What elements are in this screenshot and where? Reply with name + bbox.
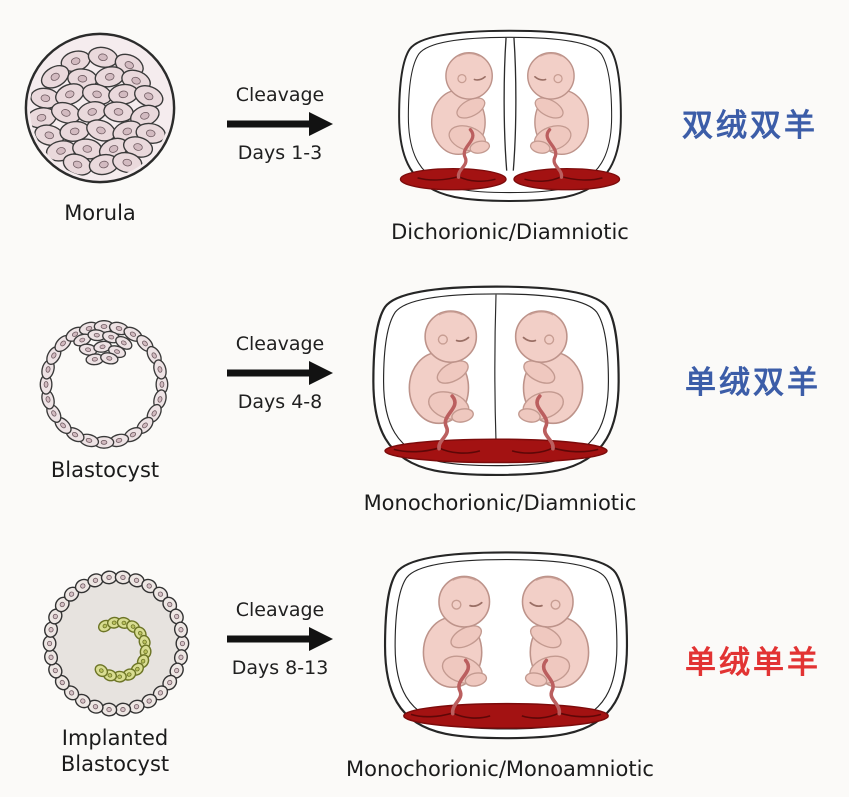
arrow-right-icon <box>227 112 333 136</box>
uterus-label-monochorionic-diamniotic: Monochorionic/Diamniotic <box>363 491 637 515</box>
arrow-right-icon <box>227 361 333 385</box>
embryonic-cell-chain <box>94 616 152 683</box>
dividing-membrane <box>503 37 508 171</box>
embryo-label-blastocyst: Blastocyst <box>50 458 160 482</box>
uterus-illustration-dichorionic-diamniotic <box>398 29 622 202</box>
annotation-cn-1: 双绒双羊 <box>682 108 818 144</box>
embryo-label-morula: Morula <box>64 201 136 225</box>
row-dichorionic-diamniotic: Morula Cleavage Days 1-3 Dichorionic/Dia… <box>0 0 849 265</box>
embryo-label-implanted-blastocyst: Implanted Blastocyst <box>60 726 170 777</box>
uterus-label-dichorionic-diamniotic: Dichorionic/Diamniotic <box>391 220 629 244</box>
umbilical-cord-right <box>545 128 564 179</box>
annotation-cn-3: 单绒单羊 <box>685 645 821 681</box>
uterus-illustration-monochorionic-monoamniotic <box>383 551 629 740</box>
uterus-illustration-monochorionic-diamniotic <box>372 285 620 477</box>
row-monochorionic-diamniotic: Blastocyst Cleavage Days 4-8 Monochorion… <box>0 265 849 533</box>
cleavage-arrow-group-2: Cleavage Days 4-8 <box>218 333 342 413</box>
cleavage-label: Cleavage <box>235 84 325 106</box>
umbilical-cord-right <box>541 658 562 716</box>
dividing-membrane <box>494 294 497 442</box>
blastocyst-illustration <box>39 320 169 449</box>
placental-vessels <box>393 447 599 454</box>
placental-vessels <box>417 175 603 182</box>
dividing-membrane <box>512 37 517 171</box>
row-monochorionic-monoamniotic: Implanted Blastocyst Cleavage Days 8-13 … <box>0 533 849 797</box>
placenta-right <box>513 167 621 191</box>
cleavage-arrow-group-1: Cleavage Days 1-3 <box>218 84 342 164</box>
days-label: Days 1-3 <box>237 142 323 164</box>
days-label: Days 4-8 <box>237 391 323 413</box>
cleavage-label: Cleavage <box>235 333 325 355</box>
days-label: Days 8-13 <box>231 657 329 679</box>
cleavage-arrow-group-3: Cleavage Days 8-13 <box>218 599 342 679</box>
blastocyst-inner-cell-mass <box>73 329 133 366</box>
arrow-right-icon <box>227 627 333 651</box>
morula-cells <box>29 46 166 176</box>
umbilical-cord-left <box>437 394 457 451</box>
annotation-cn-2: 单绒双羊 <box>685 365 821 401</box>
umbilical-cord-left <box>450 658 471 716</box>
uterus-label-monochorionic-monoamniotic: Monochorionic/Monoamniotic <box>346 757 654 781</box>
morula-illustration <box>24 32 176 184</box>
placental-vessels <box>410 712 602 719</box>
placenta-left <box>399 167 507 191</box>
cleavage-label: Cleavage <box>235 599 325 621</box>
umbilical-cord-right <box>535 394 555 451</box>
blastocyst-trophoblast-ring <box>39 320 169 449</box>
blastocyst-cavity <box>53 581 179 706</box>
implanted-trophoblast-ring <box>42 570 190 717</box>
umbilical-cord-left <box>456 128 475 179</box>
implanted-blastocyst-illustration <box>42 570 190 717</box>
